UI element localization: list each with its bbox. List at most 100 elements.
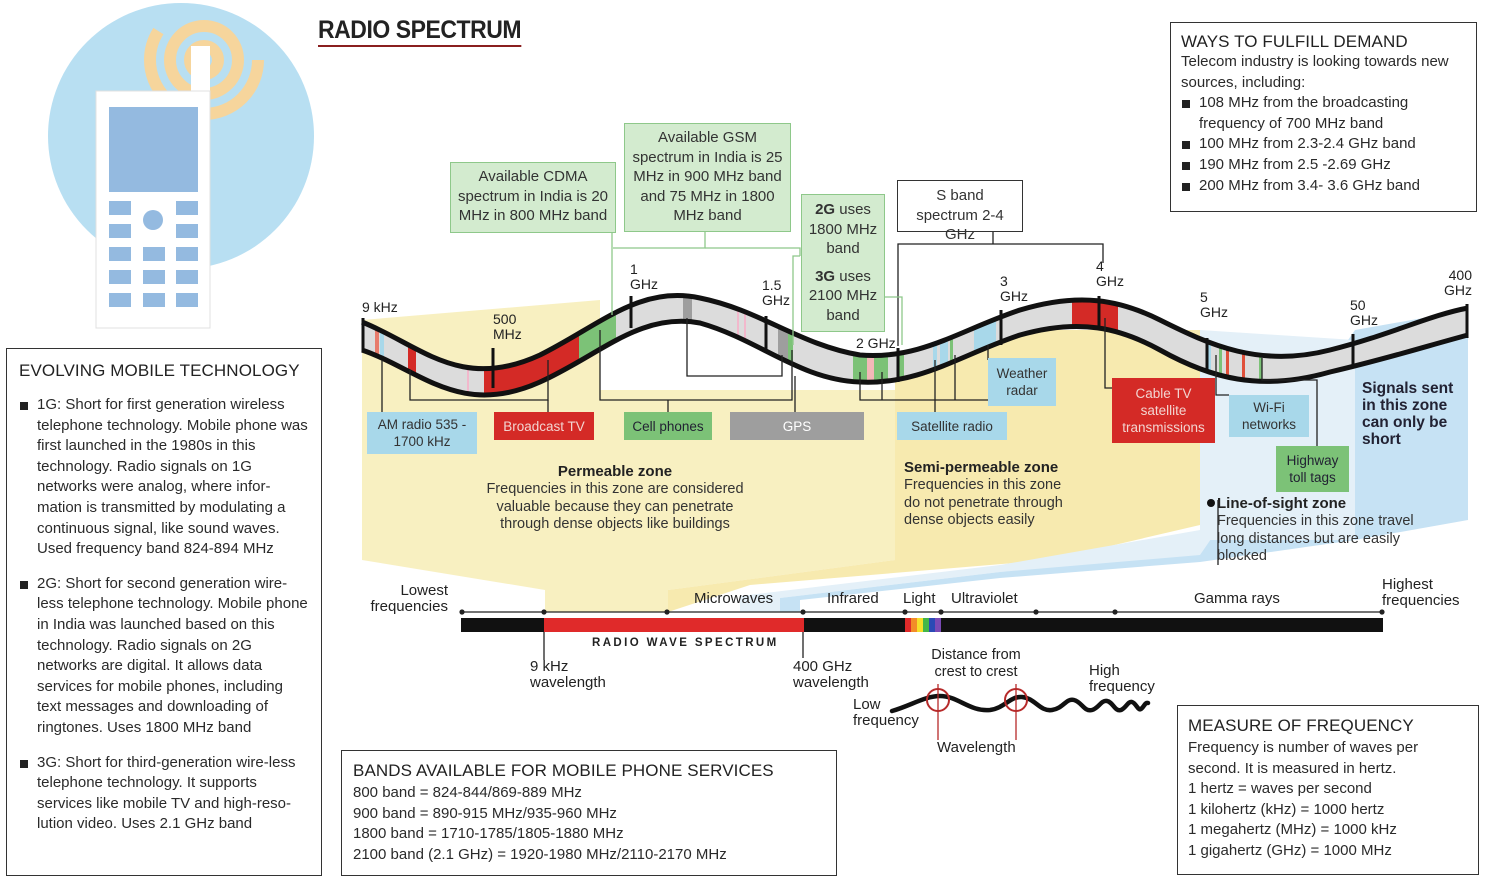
infrared-label: Infrared bbox=[827, 590, 879, 607]
band-am-blue bbox=[380, 295, 384, 396]
sband-callout: S band spectrum 2-4 GHz bbox=[897, 180, 1023, 243]
3g-usage: 3G uses 2100 MHz band bbox=[804, 267, 882, 326]
light-label: Light bbox=[903, 590, 936, 607]
freq-50ghz: 50 GHz bbox=[1350, 297, 1378, 328]
measure-line: 1 gigahertz (GHz) = 1000 MHz bbox=[1188, 841, 1392, 859]
radio-wave-spectrum-label: RADIO WAVE SPECTRUM bbox=[592, 637, 779, 649]
2g-3g-callout: 2G uses 1800 MHz band 3G uses 2100 MHz b… bbox=[801, 194, 885, 332]
measure-line: Frequency is number of waves per second.… bbox=[1188, 739, 1419, 777]
phone-screen bbox=[109, 107, 198, 192]
ways-to-fulfill-panel: WAYS TO FULFILL DEMAND Telecom industry … bbox=[1170, 22, 1477, 212]
frequency-wave bbox=[889, 693, 1151, 714]
ways-item: 108 MHz from the broadcasting frequency … bbox=[1181, 93, 1466, 134]
ways-item: 100 MHz from 2.3-2.4 GHz band bbox=[1181, 134, 1466, 155]
ways-item: 200 MHz from 3.4- 3.6 GHz band bbox=[1181, 176, 1466, 197]
semi-permeable-zone-fill bbox=[668, 330, 1200, 612]
callout-connectors bbox=[611, 232, 903, 345]
bands-heading: BANDS AVAILABLE FOR MOBILE PHONE SERVICE… bbox=[353, 761, 774, 780]
band-line: 900 band = 890-915 MHz/935-960 MHz bbox=[353, 804, 617, 822]
connector-lines bbox=[381, 232, 1318, 565]
phone-antenna bbox=[191, 46, 210, 98]
band-line: 2100 band (2.1 GHz) = 1920-1980 MHz/2110… bbox=[353, 845, 727, 863]
line-of-sight-zone: Line-of-sight zone Frequencies in this z… bbox=[1217, 495, 1427, 566]
los-text: Frequencies in this zone travel long dis… bbox=[1217, 513, 1414, 564]
lowest-frequencies-label: Lowest frequencies bbox=[370, 582, 448, 615]
measure-frequency-panel: MEASURE OF FREQUENCY Frequency is number… bbox=[1177, 705, 1479, 875]
freq-2ghz: 2 GHz bbox=[856, 335, 896, 351]
freq-1-5ghz: 1.5 GHz bbox=[762, 277, 790, 308]
phone-keypad-icon bbox=[109, 201, 198, 307]
permeable-zone: Permeable zone Frequencies in this zone … bbox=[478, 463, 752, 534]
short-zone-text: Signals sent in this zone can only be sh… bbox=[1362, 380, 1454, 448]
3g-bold: 3G bbox=[815, 267, 836, 285]
weather-radar-label: Weather radar bbox=[988, 358, 1056, 406]
measure-line: 1 kilohertz (kHz) = 1000 hertz bbox=[1188, 800, 1385, 818]
wifi-label: Wi-Fi networks bbox=[1229, 395, 1309, 437]
satellite-radio-label: Satellite radio bbox=[897, 412, 1007, 440]
freq-1ghz: 1 GHz bbox=[630, 261, 658, 292]
band-gps-2 bbox=[778, 295, 788, 396]
visible-light-segment bbox=[905, 618, 941, 632]
2g-rest: uses 1800 MHz band bbox=[808, 201, 878, 257]
semi-text: Frequencies in this zone do not penetrat… bbox=[904, 477, 1063, 528]
bands-available-panel: BANDS AVAILABLE FOR MOBILE PHONE SERVICE… bbox=[341, 750, 837, 876]
broadcast-tv-label: Broadcast TV bbox=[494, 412, 594, 440]
band-am bbox=[375, 295, 379, 396]
start-wavelength-label: 9 kHz wavelength bbox=[530, 658, 606, 691]
toll-tags-label: Highway toll tags bbox=[1276, 446, 1349, 492]
freq-9khz: 9 kHz bbox=[362, 299, 398, 315]
band-sat-2 bbox=[940, 295, 948, 396]
semi-title: Semi-permeable zone bbox=[904, 459, 1059, 476]
band-sat-3 bbox=[950, 295, 953, 396]
permeable-text: Frequencies in this zone are considered … bbox=[486, 481, 744, 532]
distance-crest-label: Distance from crest to crest bbox=[931, 647, 1021, 680]
evolving-tech-panel: EVOLVING MOBILE TECHNOLOGY 1G: Short for… bbox=[6, 348, 322, 876]
ways-item: 190 MHz from 2.5 -2.69 GHz bbox=[1181, 155, 1466, 176]
microwaves-label: Microwaves bbox=[694, 590, 774, 607]
measure-line: 1 hertz = waves per second bbox=[1188, 780, 1372, 798]
evolving-list: 1G: Short for first generation wireless … bbox=[19, 395, 309, 835]
evolving-item-2g: 2G: Short for second generation wire-les… bbox=[19, 574, 309, 739]
ribbon-bottom-edge bbox=[361, 318, 1469, 398]
am-radio-label: AM radio 535 - 1700 kHz bbox=[367, 412, 477, 454]
freq-3ghz: 3 GHz bbox=[1000, 273, 1028, 304]
wavelength-label: Wavelength bbox=[937, 739, 1016, 756]
evolving-item-3g: 3G: Short for third-generation wire-less… bbox=[19, 753, 309, 835]
band-cell-1800 bbox=[788, 295, 793, 396]
los-title: Line-of-sight zone bbox=[1217, 495, 1347, 512]
ultraviolet-label: Ultraviolet bbox=[951, 590, 1018, 607]
line-of-sight-dot bbox=[1207, 499, 1215, 507]
ways-intro: Telecom industry is looking towards new … bbox=[1181, 53, 1449, 91]
radio-wave-segment bbox=[544, 618, 804, 632]
frequency-ticks bbox=[361, 296, 1469, 388]
band-line: 800 band = 824-844/869-889 MHz bbox=[353, 784, 582, 801]
high-frequency-label: High frequency bbox=[1089, 662, 1155, 695]
freq-500mhz: 500 MHz bbox=[493, 311, 522, 342]
ribbon-top-edge bbox=[361, 292, 1469, 372]
low-frequency-label: Low frequency bbox=[853, 696, 919, 729]
page-title: RADIO SPECTRUM bbox=[318, 16, 522, 47]
2g-usage: 2G uses 1800 MHz band bbox=[804, 200, 882, 259]
spectrum-ribbon bbox=[362, 295, 1468, 396]
gsm-callout: Available GSM spectrum in India is 25 MH… bbox=[624, 123, 791, 232]
2g-bold: 2G bbox=[815, 201, 836, 218]
freq-400ghz: 400 GHz bbox=[1444, 267, 1472, 298]
band-line: 1800 band = 1710-1785/1805-1880 MHz bbox=[353, 825, 624, 843]
measure-line: 1 megahertz (MHz) = 1000 kHz bbox=[1188, 821, 1397, 839]
permeable-title: Permeable zone bbox=[557, 463, 673, 480]
highest-frequencies-label: Highest frequencies bbox=[1382, 576, 1460, 609]
cdma-callout: Available CDMA spectrum in India is 20 M… bbox=[450, 162, 616, 233]
band-wifi-1 bbox=[1207, 295, 1211, 396]
freq-4ghz: 4 GHz bbox=[1096, 258, 1124, 289]
evolving-heading: EVOLVING MOBILE TECHNOLOGY bbox=[19, 361, 300, 380]
3g-rest: uses 2100 MHz band bbox=[808, 267, 878, 324]
cell-phones-label: Cell phones bbox=[624, 412, 712, 440]
cable-tv-label: Cable TV satellite transmissions bbox=[1112, 378, 1215, 443]
spectrum-axis-dots bbox=[459, 609, 1385, 615]
ways-heading: WAYS TO FULFILL DEMAND bbox=[1181, 32, 1408, 51]
ways-list: 108 MHz from the broadcasting frequency … bbox=[1181, 93, 1466, 196]
end-wavelength-label: 400 GHz wavelength bbox=[793, 658, 869, 691]
measure-heading: MEASURE OF FREQUENCY bbox=[1188, 716, 1414, 735]
freq-5ghz: 5 GHz bbox=[1200, 289, 1228, 320]
